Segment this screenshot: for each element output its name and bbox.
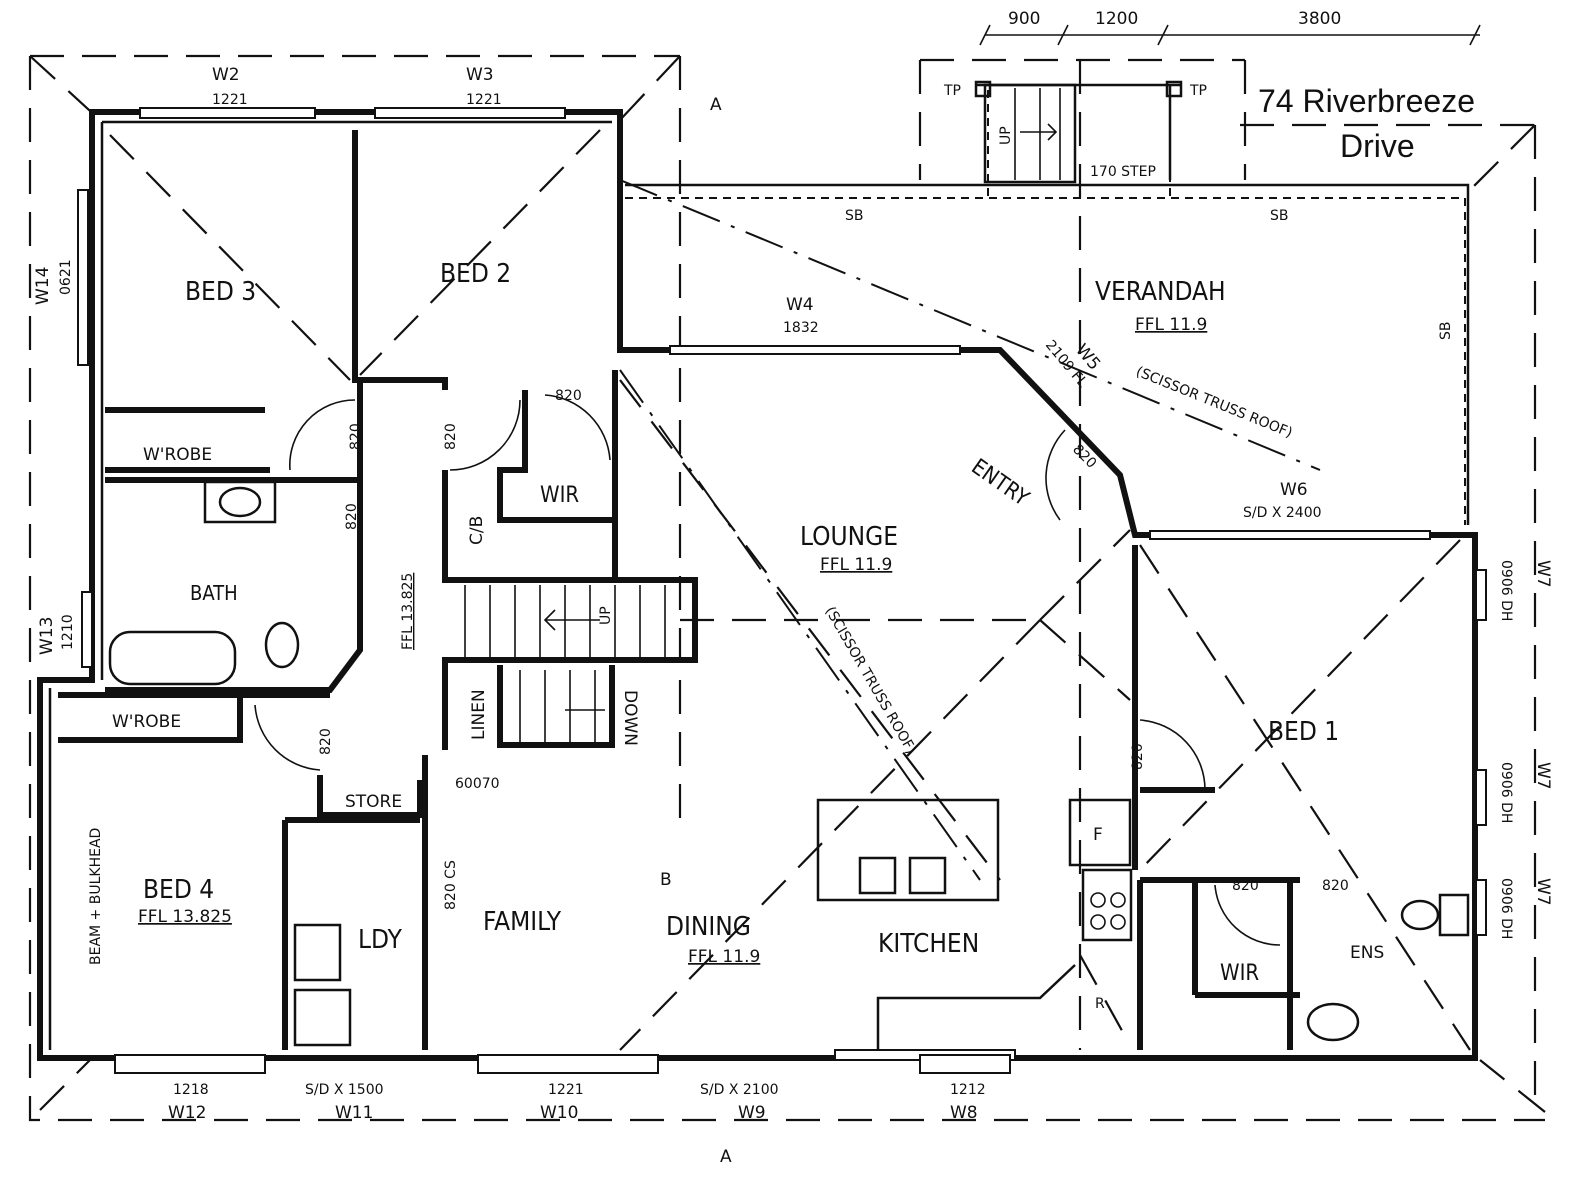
door-swings	[254, 394, 1281, 946]
hip-lines	[109, 129, 1471, 1051]
range-label: R	[1095, 996, 1105, 1012]
up-label: UP	[998, 126, 1014, 145]
room-ens: ENS	[1350, 943, 1384, 963]
sb-label: SB	[1270, 208, 1289, 224]
window-w14-size: 0621	[58, 259, 74, 295]
window-w7-size: 0906 DH	[1498, 762, 1514, 823]
window-w7-size: 0906 DH	[1498, 878, 1514, 939]
window-w7-id: W7	[1533, 762, 1553, 790]
tp-label: TP	[943, 83, 961, 99]
room-bed4: BED 4	[143, 875, 214, 905]
dimension-1200: 1200	[1095, 9, 1138, 29]
room-lounge: LOUNGE	[800, 522, 898, 552]
address-title-line1: 74 Riverbreeze	[1258, 83, 1475, 119]
window-w6-size: S/D X 2400	[1243, 505, 1322, 521]
verandah-ffl: FFL 11.9	[1135, 315, 1207, 335]
dimension-line	[979, 24, 1481, 46]
stairs	[464, 585, 666, 745]
bed4-ffl: FFL 13.825	[138, 907, 232, 927]
window-w2-id: W2	[212, 65, 240, 85]
room-bed1: BED 1	[1268, 717, 1339, 747]
window-w3-id: W3	[466, 65, 494, 85]
room-linen: LINEN	[469, 689, 489, 740]
dimension-3800: 3800	[1298, 9, 1341, 29]
room-wir-bed1: WIR	[1220, 961, 1259, 986]
window-w2-size: 1221	[212, 92, 248, 108]
window-w7-size: 0906 DH	[1498, 560, 1514, 621]
sb-label: SB	[845, 208, 864, 224]
window-w11-id: W11	[335, 1103, 373, 1123]
room-bed3: BED 3	[185, 277, 256, 307]
room-wir-bed2: WIR	[540, 483, 579, 508]
window-w12-size: 1218	[173, 1082, 209, 1098]
room-wrobe-bed3: W'ROBE	[143, 445, 212, 465]
window-w13-size: 1210	[60, 614, 76, 650]
roof-outline	[28, 54, 1546, 1122]
window-w10-size: 1221	[548, 1082, 584, 1098]
window-w11-size: S/D X 1500	[305, 1082, 384, 1098]
window-w14-id: W14	[33, 267, 53, 305]
room-dining: DINING	[666, 912, 751, 942]
down-label: DOWN	[620, 690, 640, 746]
hall-ffl: FFL 13.825	[400, 573, 416, 650]
room-family: FAMILY	[483, 907, 562, 937]
window-w3-size: 1221	[466, 92, 502, 108]
room-kitchen: KITCHEN	[878, 929, 979, 959]
section-a-marker: A	[720, 1147, 732, 1167]
fridge-label: F	[1093, 825, 1103, 845]
door-size: 820	[1232, 878, 1259, 894]
room-bath: BATH	[190, 581, 238, 605]
room-cb: C/B	[467, 516, 487, 545]
opening-size: 60070	[455, 776, 500, 792]
door-size: 820	[1130, 743, 1146, 770]
sb-label: SB	[1438, 322, 1454, 341]
section-a-marker: A	[710, 95, 722, 115]
door-size-cs: 820 CS	[443, 860, 459, 910]
up-label: UP	[598, 606, 614, 625]
room-bed2: BED 2	[440, 259, 511, 289]
window-w7-id: W7	[1533, 878, 1553, 906]
address-title-line2: Drive	[1340, 128, 1415, 164]
scissor-truss-note: (SCISSOR TRUSS ROOF)	[822, 604, 919, 757]
window-w4-size: 1832	[783, 320, 819, 336]
door-size: 820	[344, 503, 360, 530]
room-store: STORE	[345, 792, 402, 812]
room-verandah: VERANDAH	[1095, 277, 1226, 307]
window-w13-id: W13	[37, 617, 57, 655]
door-size: 820	[555, 388, 582, 404]
room-entry: ENTRY	[967, 454, 1034, 512]
window-w12-id: W12	[168, 1103, 206, 1123]
door-size: 820	[1322, 878, 1349, 894]
windows	[77, 107, 1487, 1074]
lounge-ffl: FFL 11.9	[820, 555, 892, 575]
section-b-marker: B	[660, 870, 672, 890]
door-size: 820	[348, 423, 364, 450]
dimension-900: 900	[1008, 9, 1040, 29]
fixtures	[108, 480, 1470, 1050]
window-w9-id: W9	[738, 1103, 766, 1123]
door-size: 820	[443, 423, 459, 450]
door-size: 820	[318, 728, 334, 755]
window-w4-id: W4	[786, 295, 814, 315]
dining-ffl: FFL 11.9	[688, 947, 760, 967]
beam-bulkhead-note: BEAM + BULKHEAD	[88, 828, 104, 965]
step-note: 170 STEP	[1090, 164, 1156, 180]
room-wrobe-bed4: W'ROBE	[112, 712, 181, 732]
window-w8-size: 1212	[950, 1082, 986, 1098]
room-ldy: LDY	[358, 925, 403, 955]
window-w6-id: W6	[1280, 480, 1308, 500]
verandah-step	[625, 80, 1466, 525]
window-w7-id: W7	[1533, 560, 1553, 588]
window-w9-size: S/D X 2100	[700, 1082, 779, 1098]
window-w8-id: W8	[950, 1103, 978, 1123]
tp-label: TP	[1189, 83, 1207, 99]
walls	[37, 109, 1478, 1061]
window-w10-id: W10	[540, 1103, 578, 1123]
